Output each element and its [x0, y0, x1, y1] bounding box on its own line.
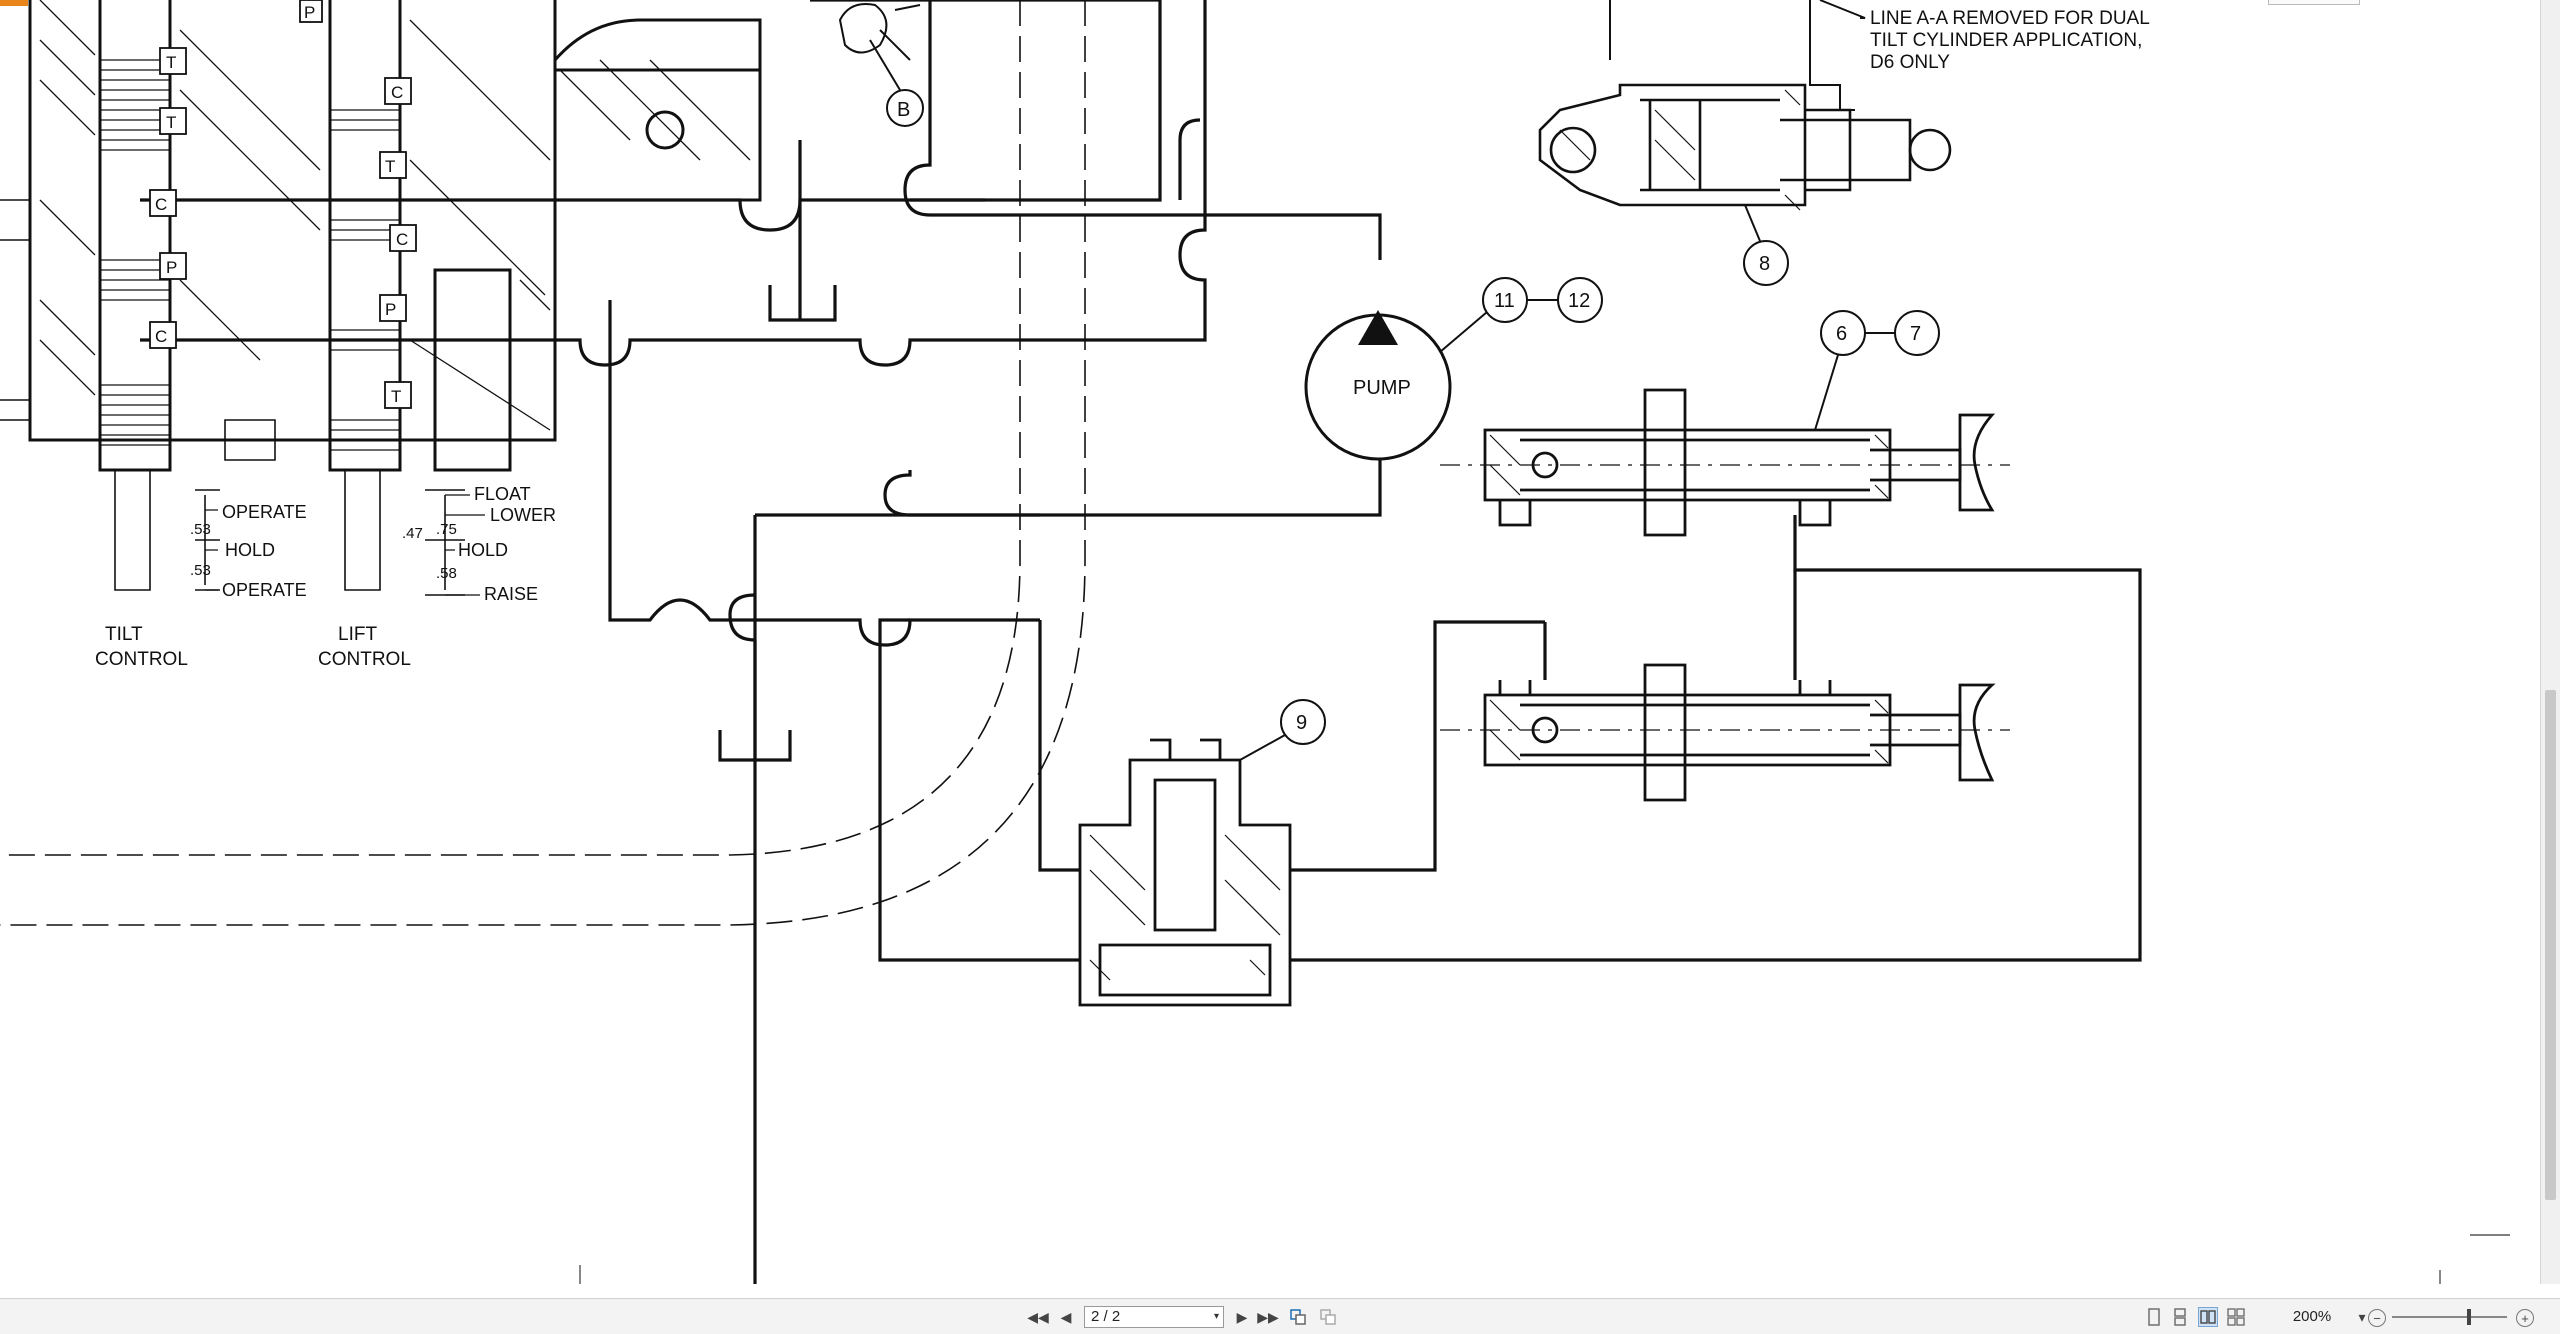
lift-raise: RAISE — [484, 584, 538, 604]
page-indicator: 2 / 2 — [1091, 1308, 1121, 1325]
tilt-control-title-2: CONTROL — [95, 649, 188, 670]
last-page-icon[interactable]: ▶▶ — [1257, 1308, 1279, 1325]
port-label: T — [166, 53, 176, 72]
port-label: C — [396, 230, 408, 249]
first-page-icon[interactable]: ◀◀ — [1027, 1308, 1049, 1325]
tilt-operate-bottom: OPERATE — [222, 580, 307, 600]
callout-12: 12 — [1568, 290, 1590, 312]
callout-7: 7 — [1910, 323, 1921, 345]
zoom-slider-track[interactable] — [2392, 1316, 2507, 1318]
zoom-slider-handle[interactable] — [2467, 1309, 2471, 1325]
lift-dim: .47 — [402, 525, 423, 542]
port-label: C — [155, 327, 167, 346]
callout-9: 9 — [1296, 712, 1307, 734]
callout-8: 8 — [1759, 253, 1770, 275]
port-label: C — [391, 83, 403, 102]
zoom-level[interactable]: 200% — [2268, 1307, 2356, 1327]
lift-dim: .75 — [436, 521, 457, 538]
zoom-out-icon[interactable]: − — [2368, 1309, 2386, 1327]
callout-11: 11 — [1494, 290, 1515, 312]
port-label: T — [391, 387, 401, 406]
continuous-view-icon[interactable] — [2170, 1307, 2190, 1327]
two-page-continuous-icon[interactable] — [2226, 1307, 2246, 1327]
port-label: C — [155, 195, 167, 214]
compare-page-icon[interactable] — [1318, 1307, 1338, 1327]
tilt-control-title-1: TILT — [105, 624, 143, 645]
port-label: P — [385, 300, 396, 319]
tilt-dim: .53 — [190, 562, 211, 579]
zoom-dropdown-icon[interactable]: ▾ — [2358, 1308, 2366, 1325]
lift-control-title-1: LIFT — [338, 624, 377, 645]
callout-b: B — [897, 99, 910, 121]
port-label: T — [385, 157, 395, 176]
lift-control-title-2: CONTROL — [318, 649, 411, 670]
two-page-view-icon[interactable] — [2198, 1307, 2218, 1327]
note-line-1: LINE A-A REMOVED FOR DUAL — [1870, 8, 2150, 29]
port-label: T — [166, 113, 176, 132]
status-bar: ◀◀ ◀ 2 / 2 ▾ ▶ ▶▶ 200% ▾ − + — [0, 1298, 2560, 1334]
pump-label: PUMP — [1353, 377, 1411, 399]
prev-page-icon[interactable]: ◀ — [1060, 1308, 1072, 1325]
note-line-3: D6 ONLY — [1870, 52, 1950, 73]
page-dropdown-icon[interactable]: ▾ — [1213, 1311, 1219, 1322]
lift-lower: LOWER — [490, 505, 556, 525]
tilt-operate-top: OPERATE — [222, 502, 307, 522]
lift-hold: HOLD — [458, 540, 508, 560]
zoom-in-icon[interactable]: + — [2516, 1309, 2534, 1327]
app-corner-marker — [0, 0, 28, 6]
lift-float: FLOAT — [474, 484, 531, 504]
copy-page-icon[interactable] — [1288, 1307, 1308, 1327]
note-line-2: TILT CYLINDER APPLICATION, — [1870, 30, 2142, 51]
hydraulic-schematic: PUMP B 11 12 6 7 8 9 — [0, 0, 2510, 1284]
toolbar-field-edge — [2268, 0, 2360, 5]
lift-dim: .58 — [436, 565, 457, 582]
vertical-scroll-thumb[interactable] — [2545, 690, 2556, 1200]
tilt-dim: .53 — [190, 521, 211, 538]
port-label: P — [304, 3, 315, 22]
next-page-icon[interactable]: ▶ — [1236, 1308, 1248, 1325]
single-page-view-icon[interactable] — [2144, 1307, 2164, 1327]
vertical-scrollbar[interactable] — [2540, 0, 2560, 1284]
page-number-input[interactable]: 2 / 2 ▾ — [1084, 1306, 1224, 1328]
tilt-hold: HOLD — [225, 540, 275, 560]
zoom-value: 200% — [2292, 1308, 2332, 1325]
callout-6: 6 — [1836, 323, 1847, 345]
port-label: P — [166, 258, 177, 277]
document-viewport[interactable]: PUMP B 11 12 6 7 8 9 — [0, 0, 2560, 1284]
